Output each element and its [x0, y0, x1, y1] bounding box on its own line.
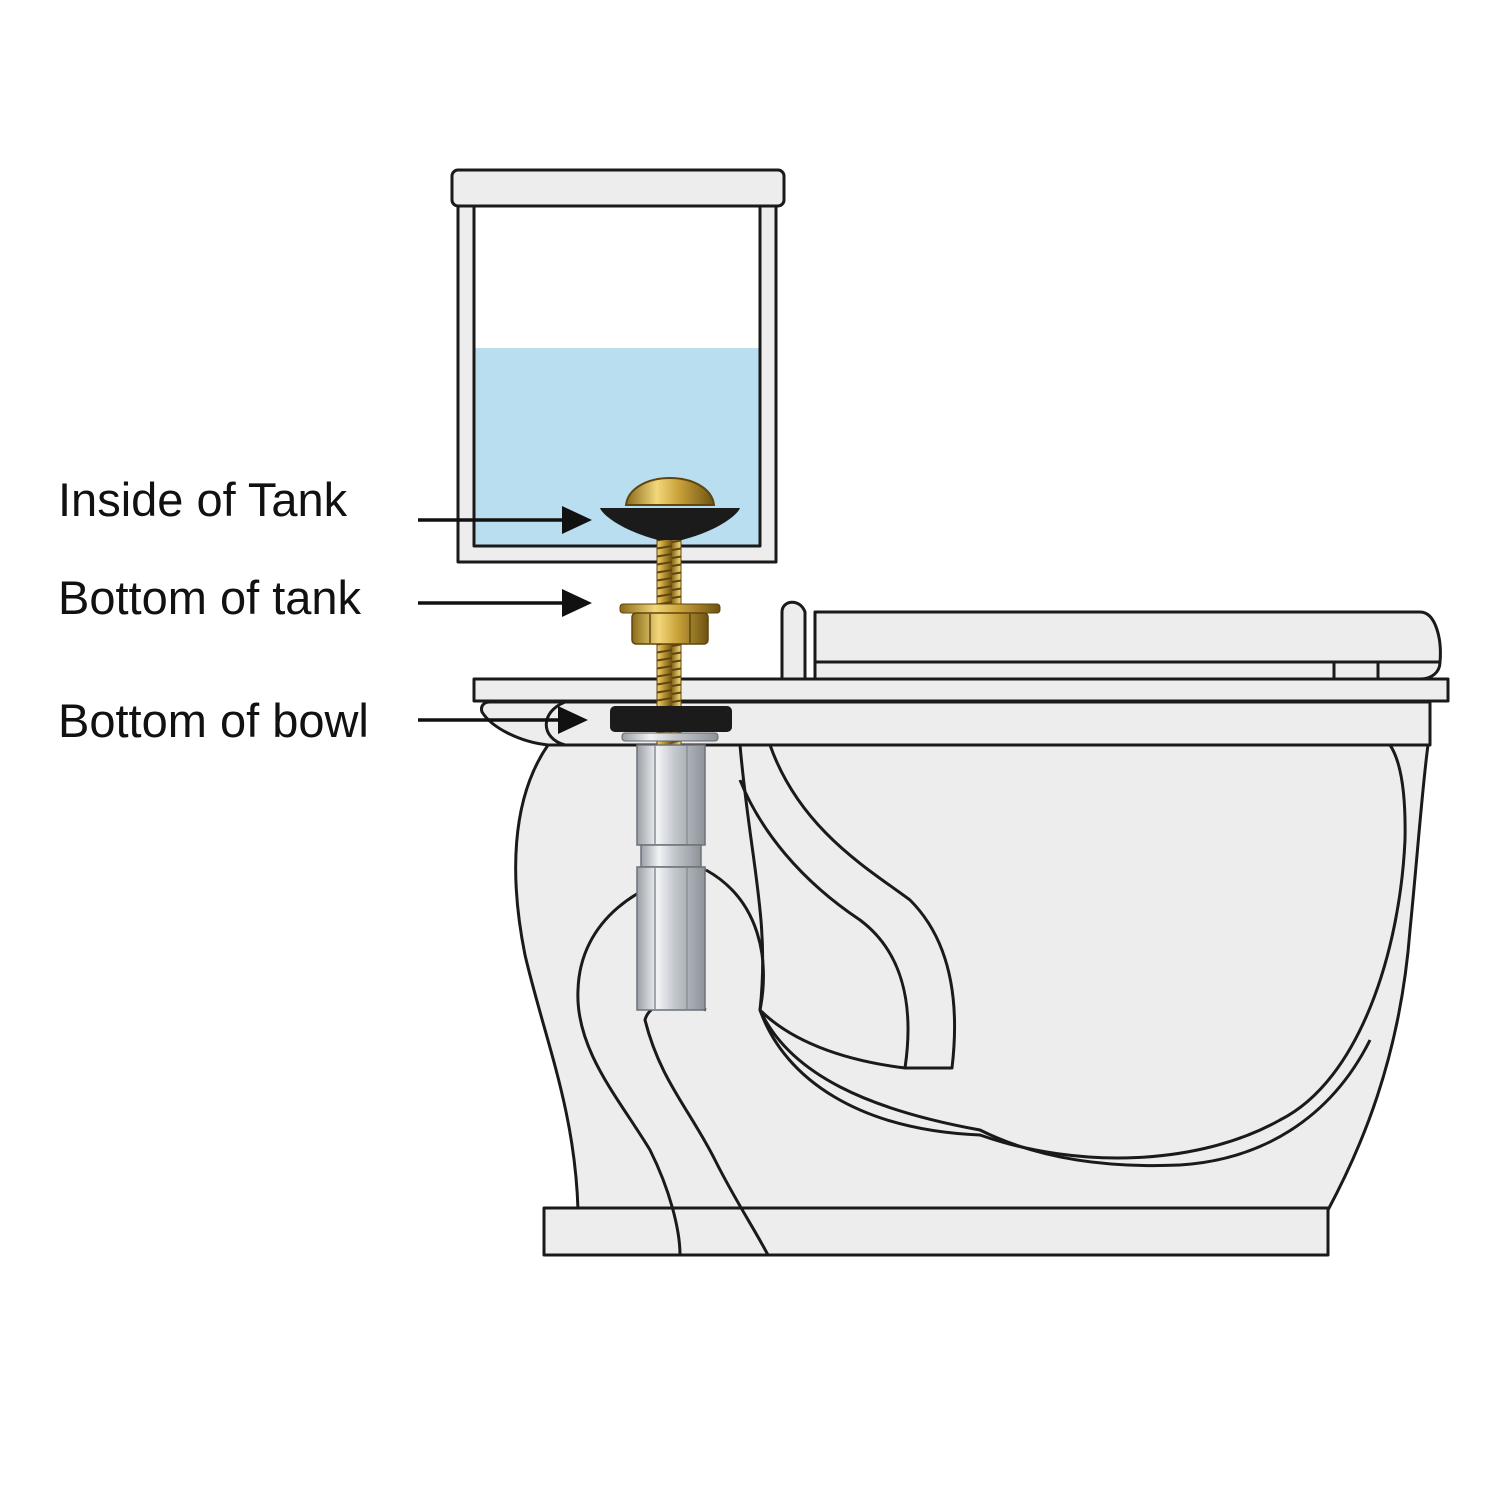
toilet-tank	[450, 168, 786, 564]
bowl-water-line	[758, 1009, 1372, 1168]
brass-hex-nut	[631, 612, 709, 645]
coupling-nut-upper	[636, 744, 706, 846]
toilet-lid	[813, 610, 1442, 664]
toilet-seat	[813, 660, 1442, 681]
label-bottom-of-bowl: Bottom of bowl	[58, 694, 369, 747]
label-bottom-of-tank: Bottom of tank	[58, 571, 362, 624]
seat-bumper	[1332, 660, 1380, 681]
bowl-base	[542, 1206, 1330, 1257]
tank-bolt-assembly	[600, 476, 740, 1011]
seat-and-lid	[780, 600, 1442, 681]
coupling-nut-collar	[640, 844, 702, 868]
seat-hinge	[780, 600, 807, 681]
metal-washer-under-bowl	[621, 732, 719, 742]
top-ledge	[472, 677, 1450, 703]
toilet-bowl	[472, 677, 1450, 1257]
trapway	[738, 744, 957, 1070]
tank-lid	[450, 168, 786, 208]
rubber-cone-washer	[600, 508, 740, 540]
brass-flat-washer	[619, 603, 721, 614]
right-arrow-icon	[418, 506, 592, 534]
bolt-shaft-upper	[656, 534, 682, 606]
rubber-bowl-washer	[610, 706, 732, 732]
coupling-nut-lower	[636, 866, 706, 1011]
callout-arrows	[418, 506, 592, 734]
trapway-lower	[705, 868, 906, 1070]
right-arrow-icon	[418, 706, 588, 734]
bolt-head	[624, 476, 716, 506]
right-arrow-icon	[418, 589, 592, 617]
label-inside-of-tank: Inside of Tank	[58, 473, 348, 526]
rim-lip-curve	[544, 700, 566, 747]
outlet-pipe-outer	[576, 868, 707, 1256]
